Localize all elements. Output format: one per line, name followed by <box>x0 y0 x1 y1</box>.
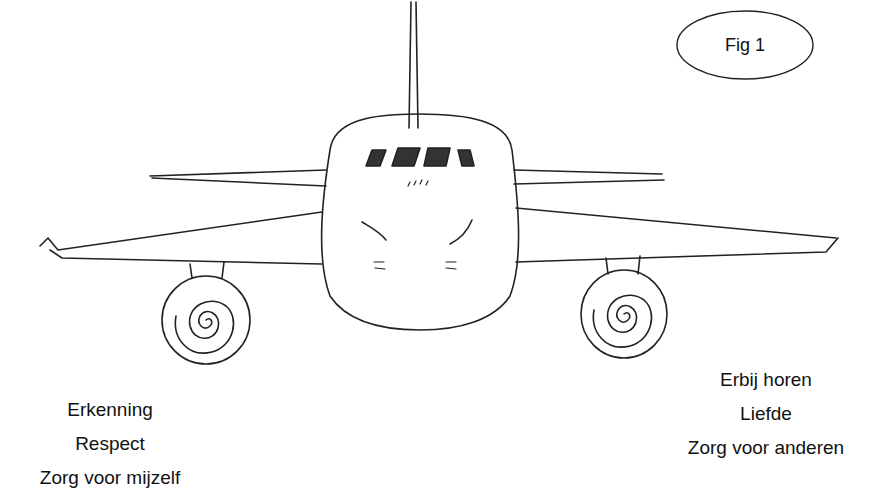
engine-value-label: Erkenning <box>67 398 153 422</box>
engine-value-label: Liefde <box>740 402 792 426</box>
figure-number: Fig 1 <box>725 34 765 56</box>
engine-value-label: Respect <box>75 432 145 456</box>
engine-value-label: Erbij horen <box>720 368 812 392</box>
figure-tag-ellipse: Fig 1 <box>676 10 814 80</box>
engine-value-label: Zorg voor mijzelf <box>40 466 180 490</box>
engine-value-label: Zorg voor anderen <box>688 436 844 460</box>
